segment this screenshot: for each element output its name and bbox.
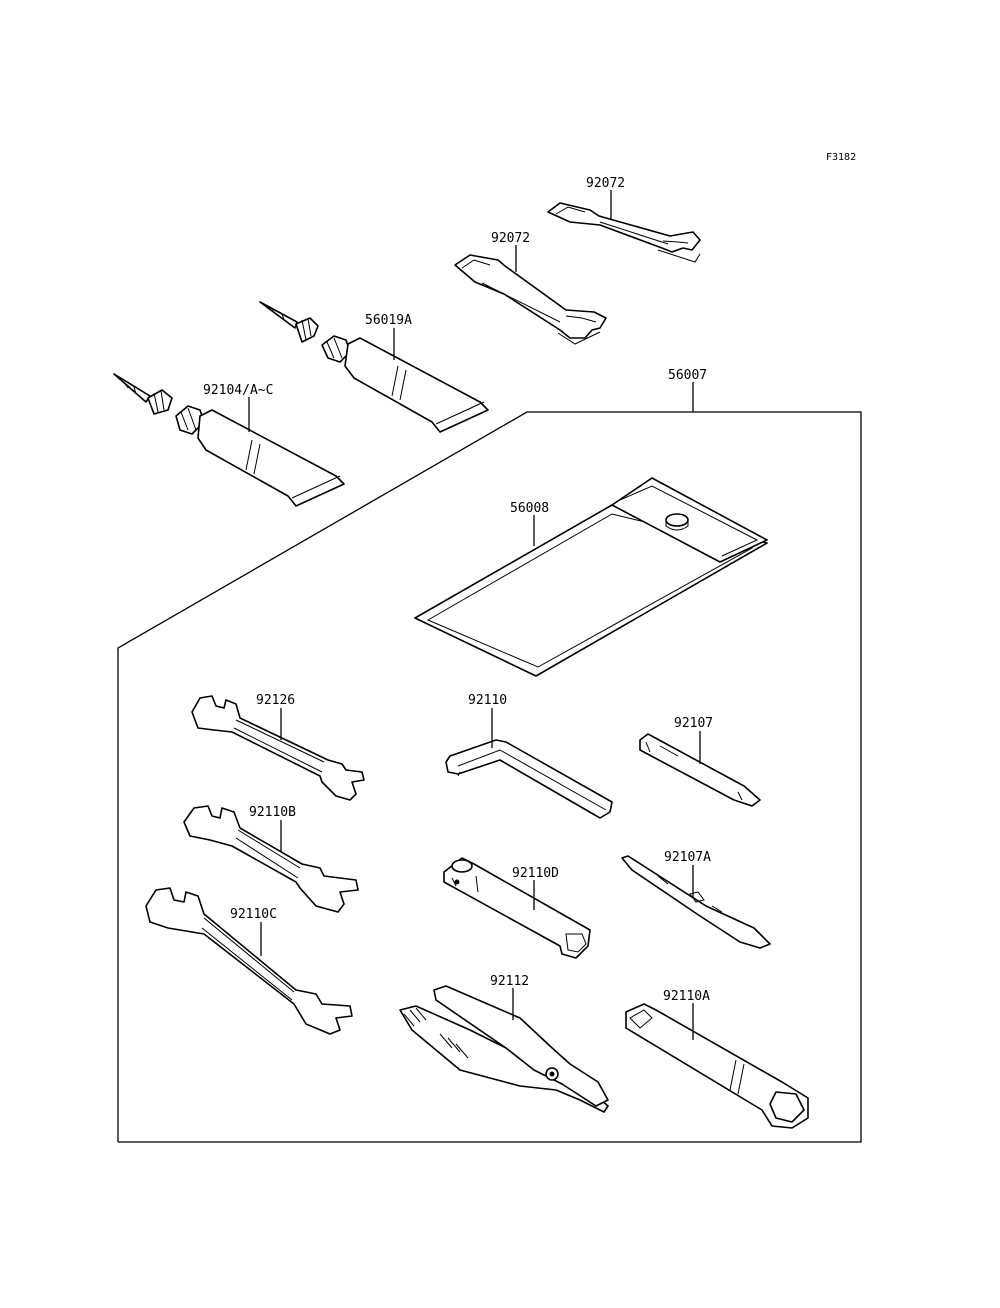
box-wrench-icon bbox=[625, 1003, 809, 1129]
part-label-92126: 92126 bbox=[256, 693, 295, 708]
hex-key-icon bbox=[445, 739, 613, 819]
part-label-92112: 92112 bbox=[490, 974, 529, 989]
part-label-92107: 92107 bbox=[674, 716, 713, 731]
part-label-92110B: 92110B bbox=[249, 805, 296, 820]
part-label-92110D: 92110D bbox=[512, 866, 559, 881]
figure-id: F3182 bbox=[826, 152, 856, 163]
part-label-92107A: 92107A bbox=[664, 850, 711, 865]
tube-icon bbox=[259, 301, 489, 433]
tool-kit-frame bbox=[117, 382, 862, 1143]
part-label-92110C: 92110C bbox=[230, 907, 277, 922]
part-label-56019A: 56019A bbox=[365, 313, 412, 328]
part-label-56008: 56008 bbox=[510, 501, 549, 516]
box-wrench-icon bbox=[443, 857, 591, 959]
part-label-92072-b: 92072 bbox=[491, 231, 530, 246]
open-end-wrench-icon bbox=[191, 695, 365, 801]
part-label-92110: 92110 bbox=[468, 693, 507, 708]
part-label-92104: 92104/A~C bbox=[203, 383, 273, 398]
tube-icon bbox=[113, 373, 345, 507]
strap-icon bbox=[454, 254, 607, 345]
part-label-92110A: 92110A bbox=[663, 989, 710, 1004]
part-label-92072-a: 92072 bbox=[586, 176, 625, 191]
strap-icon bbox=[547, 202, 701, 263]
open-end-wrench-icon bbox=[183, 805, 359, 913]
pliers-icon bbox=[399, 985, 609, 1113]
screwdriver-bit-icon bbox=[621, 855, 771, 949]
tool-pouch-icon bbox=[414, 477, 768, 677]
part-label-56007: 56007 bbox=[668, 368, 707, 383]
open-end-wrench-icon bbox=[145, 887, 353, 1035]
screwdriver-bit-icon bbox=[639, 733, 761, 807]
